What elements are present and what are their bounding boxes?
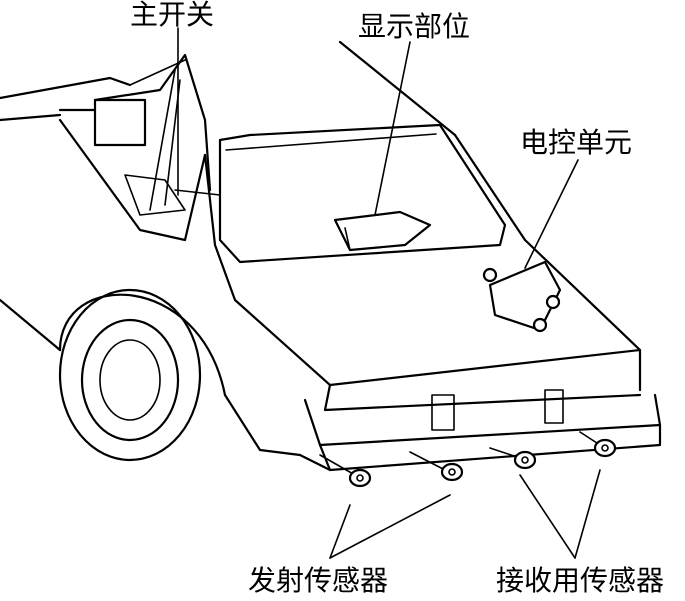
transmit-sensor-1 (320, 455, 370, 486)
receive-sensor-2 (580, 432, 615, 456)
transmit-sensor-2 (410, 452, 462, 480)
transmit-sensor-label: 发射传感器 (248, 566, 388, 596)
display-label: 显示部位 (358, 12, 470, 42)
main-switch-label: 主开关 (130, 0, 214, 30)
receive-sensor-label: 接收用传感器 (496, 566, 664, 596)
ecu-label: 电控单元 (520, 128, 632, 158)
car-body (0, 42, 660, 470)
rear-wheel (60, 290, 225, 460)
